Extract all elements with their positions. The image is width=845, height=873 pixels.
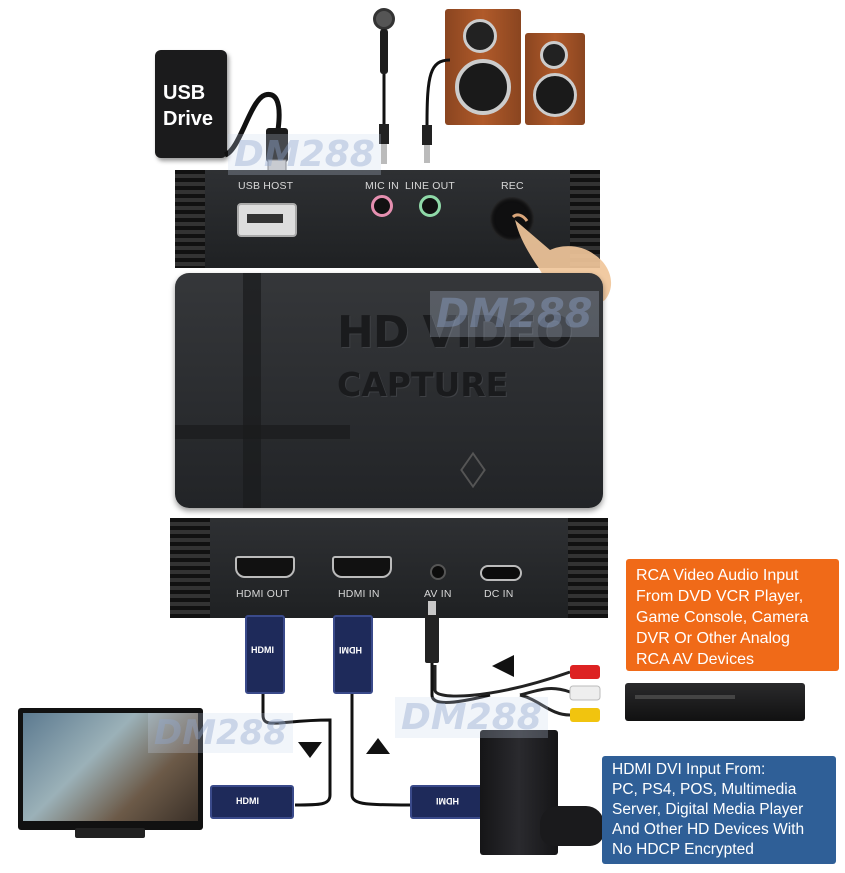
watermark-4: DM288 (148, 713, 294, 753)
hdmi-plug-tv: HDMI (210, 785, 294, 819)
usb-drive: USB Drive (155, 50, 227, 158)
speaker-left-icon (445, 9, 521, 125)
usb-host-port[interactable] (237, 203, 297, 237)
rca-line-4: DVR Or Other Analog (636, 630, 790, 647)
hdmi-plug-out: HDMI (245, 615, 285, 694)
mic-in-label: MIC IN (365, 180, 399, 192)
capture-device: HD VIDEO CAPTURE (175, 273, 603, 508)
hdmi-plug-out-label: HDMI (251, 645, 274, 655)
hdmi-plug-console-label: HDMI (436, 796, 459, 806)
device-diamond-icon (460, 451, 486, 489)
rec-label: REC (501, 180, 524, 192)
hdmi-line-4: And Other HD Devices With (612, 821, 805, 838)
arrow-down-icon (298, 742, 322, 758)
hdmi-in-label: HDMI IN (338, 588, 380, 600)
hdmi-out-label: HDMI OUT (236, 588, 290, 600)
rca-line-2: From DVD VCR Player, (636, 588, 804, 605)
arrow-left-icon (492, 655, 514, 677)
rca-line-5: RCA AV Devices (636, 651, 754, 668)
hdmi-out-port[interactable] (235, 556, 295, 578)
hdmi-cables (261, 640, 491, 807)
tv-icon (18, 708, 203, 830)
gamepad-icon (540, 806, 604, 846)
rca-cables (433, 665, 601, 722)
line-out-port[interactable] (419, 195, 441, 217)
hdmi-plug-tv-label: HDMI (236, 796, 259, 806)
hdmi-line-3: Server, Digital Media Player (612, 801, 804, 818)
tv-screen (23, 713, 198, 821)
av-in-port[interactable] (430, 564, 446, 580)
vent-left (175, 170, 205, 268)
speaker-cable (422, 58, 451, 163)
hdmi-line-5: No HDCP Encrypted (612, 841, 754, 858)
dc-in-port[interactable] (480, 565, 522, 581)
watermark-1: DM288 (228, 134, 381, 175)
rca-input-callout: RCA Video Audio Input From DVD VCR Playe… (626, 559, 839, 671)
device-logo-line1: HD VIDEO (337, 307, 573, 358)
dc-in-label: DC IN (484, 588, 514, 600)
line-out-label: LINE OUT (405, 180, 456, 192)
usb-drive-label-1: USB (163, 82, 206, 104)
speaker-right-icon (525, 33, 585, 125)
usb-drive-label-2: Drive (163, 108, 214, 130)
hdmi-plug-in: HDMI (333, 615, 373, 694)
usb-host-label: USB HOST (238, 180, 294, 192)
vent-right-bottom (568, 518, 608, 618)
av-in-label: AV IN (424, 588, 452, 600)
vent-left-bottom (170, 518, 210, 618)
hdmi-plug-in-label: HDMI (339, 645, 362, 655)
usb-cable (223, 91, 288, 179)
watermark-2: DM288 (430, 291, 599, 337)
rca-line-1: RCA Video Audio Input (636, 567, 799, 584)
device-logo-line2: CAPTURE (337, 365, 509, 404)
hdmi-input-callout: HDMI DVI Input From: PC, PS4, POS, Multi… (602, 756, 836, 864)
hdmi-line-1: HDMI DVI Input From: (612, 761, 766, 778)
dvd-player-icon (625, 683, 805, 721)
arrow-up-icon (366, 738, 390, 754)
mic-in-port[interactable] (371, 195, 393, 217)
hdmi-line-2: PC, PS4, POS, Multimedia (612, 781, 797, 798)
microphone-icon (373, 8, 395, 164)
rca-line-3: Game Console, Camera (636, 609, 809, 626)
watermark-3: DM288 (395, 697, 548, 738)
tv-stand (75, 828, 145, 838)
hdmi-in-port[interactable] (332, 556, 392, 578)
bottom-port-panel: HDMI OUT HDMI IN AV IN DC IN (170, 518, 608, 618)
av-plug (425, 601, 439, 663)
